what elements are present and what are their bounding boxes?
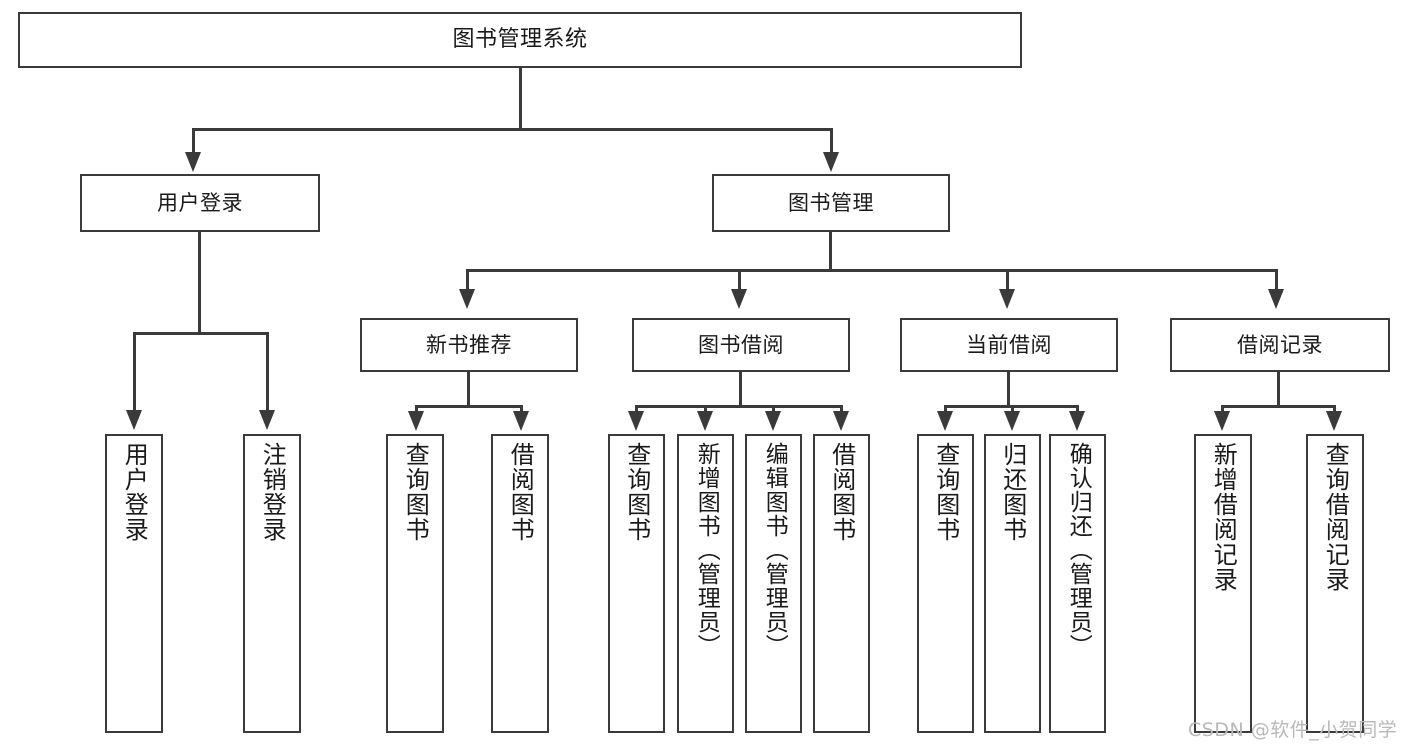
connector-new-book-drop-2: [520, 405, 523, 413]
node-label: 新增图书（管理员）: [693, 442, 720, 658]
node-current-borrow[interactable]: 当前借阅: [900, 318, 1118, 372]
connector-root-drop-right: [830, 128, 833, 154]
arrow-to-leaf-confirm-return: [1069, 411, 1085, 431]
node-label: 借阅记录: [1237, 332, 1323, 357]
connector-level3-drop-4: [1275, 269, 1278, 291]
node-user-login[interactable]: 用户登录: [80, 174, 320, 232]
node-label: 借阅图书: [506, 442, 535, 542]
connector-book-borrow-drop-3: [772, 405, 775, 413]
node-borrow-record[interactable]: 借阅记录: [1170, 318, 1390, 372]
arrow-to-book-borrow: [731, 289, 747, 309]
node-label: 查询图书: [622, 442, 651, 542]
connector-user-login-drop-2: [266, 332, 269, 412]
connector-new-book-bar: [415, 405, 523, 408]
node-book-manage[interactable]: 图书管理: [712, 174, 950, 232]
leaf-add-record[interactable]: 新增借阅记录: [1194, 434, 1252, 733]
node-label: 用户登录: [157, 190, 243, 215]
node-label: 查询图书: [401, 442, 430, 542]
connector-book-borrow-drop-2: [704, 405, 707, 413]
arrow-to-leaf-user-login: [126, 410, 142, 430]
leaf-borrow-query[interactable]: 查询图书: [608, 434, 665, 733]
arrow-to-leaf-add-record: [1214, 411, 1230, 431]
arrow-to-leaf-new-book-borrow: [513, 411, 529, 431]
arrow-to-leaf-current-query: [937, 411, 953, 431]
arrow-to-leaf-edit-book: [765, 411, 781, 431]
connector-root-bar: [192, 128, 833, 131]
arrow-to-leaf-query-record: [1326, 411, 1342, 431]
connector-borrow-record-drop-1: [1221, 405, 1224, 413]
node-label: 确认归还（管理员）: [1065, 442, 1092, 658]
node-label: 新增借阅记录: [1209, 442, 1238, 592]
connector-current-borrow-trunk: [1007, 372, 1010, 408]
arrow-to-user-login: [185, 152, 201, 172]
connector-new-book-drop-1: [415, 405, 418, 413]
connector-book-borrow-trunk: [739, 372, 742, 408]
node-new-book-recommend[interactable]: 新书推荐: [360, 318, 578, 372]
leaf-edit-book[interactable]: 编辑图书（管理员）: [745, 434, 802, 733]
leaf-add-book[interactable]: 新增图书（管理员）: [677, 434, 734, 733]
connector-book-borrow-bar: [635, 405, 843, 408]
node-label: 归还图书: [998, 442, 1027, 542]
connector-level3-drop-1: [466, 269, 469, 291]
node-label: 查询图书: [931, 442, 960, 542]
connector-borrow-record-drop-2: [1333, 405, 1336, 413]
node-label: 借阅图书: [827, 442, 856, 542]
connector-root-trunk: [519, 68, 522, 130]
node-label: 图书管理: [788, 190, 874, 215]
arrow-to-leaf-borrow-book: [833, 411, 849, 431]
node-root-system[interactable]: 图书管理系统: [18, 12, 1022, 68]
leaf-query-record[interactable]: 查询借阅记录: [1306, 434, 1364, 733]
node-label: 编辑图书（管理员）: [761, 442, 788, 658]
connector-level3-bar: [466, 269, 1278, 272]
arrow-to-new-book: [459, 289, 475, 309]
leaf-return-book[interactable]: 归还图书: [984, 434, 1041, 733]
leaf-current-query[interactable]: 查询图书: [917, 434, 974, 733]
connector-root-drop-left: [192, 128, 195, 154]
csdn-watermark: CSDN @软件_小贺同学: [1188, 719, 1398, 741]
leaf-new-book-borrow[interactable]: 借阅图书: [491, 434, 549, 733]
arrow-to-current-borrow: [999, 289, 1015, 309]
connector-book-manage-trunk: [829, 232, 832, 272]
arrow-to-leaf-add-book: [697, 411, 713, 431]
connector-borrow-record-trunk: [1277, 372, 1280, 408]
connector-book-borrow-drop-4: [840, 405, 843, 413]
node-book-borrow[interactable]: 图书借阅: [632, 318, 850, 372]
connector-level3-drop-2: [738, 269, 741, 291]
node-label: 当前借阅: [966, 332, 1052, 357]
arrow-to-leaf-borrow-query: [628, 411, 644, 431]
connector-user-login-trunk: [198, 232, 201, 334]
arrow-to-book-manage: [823, 152, 839, 172]
node-label: 图书管理系统: [452, 27, 588, 53]
node-label: 注销登录: [258, 442, 287, 542]
connector-current-borrow-drop-3: [1076, 405, 1079, 413]
arrow-to-leaf-logout: [259, 410, 275, 430]
connector-current-borrow-drop-2: [1011, 405, 1014, 413]
leaf-logout[interactable]: 注销登录: [243, 434, 301, 733]
connector-new-book-trunk: [467, 372, 470, 408]
connector-user-login-bar: [133, 332, 269, 335]
arrow-to-leaf-return-book: [1004, 411, 1020, 431]
leaf-user-login[interactable]: 用户登录: [105, 434, 163, 733]
leaf-confirm-return[interactable]: 确认归还（管理员）: [1049, 434, 1106, 733]
arrow-to-borrow-record: [1268, 289, 1284, 309]
leaf-borrow-book[interactable]: 借阅图书: [813, 434, 870, 733]
leaf-new-book-query[interactable]: 查询图书: [386, 434, 444, 733]
node-label: 图书借阅: [698, 332, 784, 357]
node-label: 新书推荐: [426, 332, 512, 357]
connector-book-borrow-drop-1: [635, 405, 638, 413]
connector-level3-drop-3: [1006, 269, 1009, 291]
connector-borrow-record-bar: [1221, 405, 1336, 408]
connector-current-borrow-drop-1: [944, 405, 947, 413]
connector-user-login-drop-1: [133, 332, 136, 412]
node-label: 用户登录: [120, 442, 149, 542]
node-label: 查询借阅记录: [1321, 442, 1350, 592]
arrow-to-leaf-new-book-query: [408, 411, 424, 431]
